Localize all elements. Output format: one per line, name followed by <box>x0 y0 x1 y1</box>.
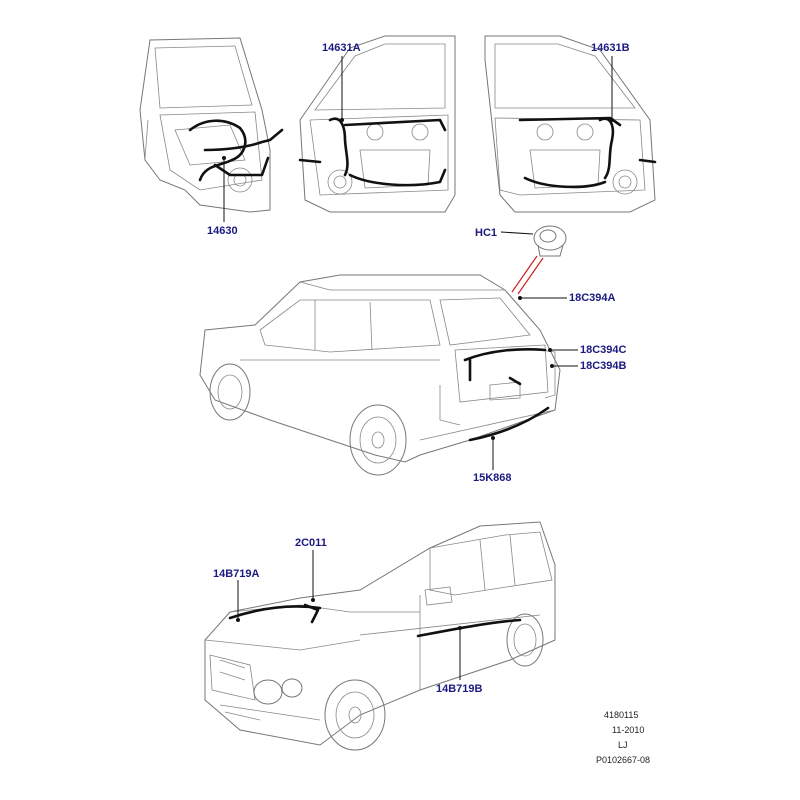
callout-hc1: HC1 <box>475 227 498 239</box>
callout-14b719a: 14B719A <box>213 568 260 580</box>
footer-ref: P0102667-08 <box>596 755 651 765</box>
callout-14630: 14630 <box>207 225 238 237</box>
hc1-connector-illustration <box>533 225 567 257</box>
footer-code: 4180115 <box>604 710 639 720</box>
callout-14631b: 14631B <box>591 42 630 54</box>
vehicle-front-view-illustration <box>204 521 556 751</box>
vehicle-rear-view-illustration <box>199 274 561 476</box>
callout-2c011: 2C011 <box>295 537 327 549</box>
rear-door-illustration <box>139 37 284 213</box>
front-door-rh-illustration <box>484 35 657 213</box>
callout-18c394a: 18C394A <box>569 292 616 304</box>
callout-18c394c: 18C394C <box>580 344 627 356</box>
footer-initials: LJ <box>618 740 628 750</box>
callout-14631a: 14631A <box>322 42 361 54</box>
leader-lines <box>222 56 614 680</box>
footer-date: 11-2010 <box>612 725 645 735</box>
callout-14b719b: 14B719B <box>436 683 483 695</box>
front-door-lh-illustration <box>298 35 456 213</box>
callout-15k868: 15K868 <box>473 472 512 484</box>
callout-18c394b: 18C394B <box>580 360 627 372</box>
